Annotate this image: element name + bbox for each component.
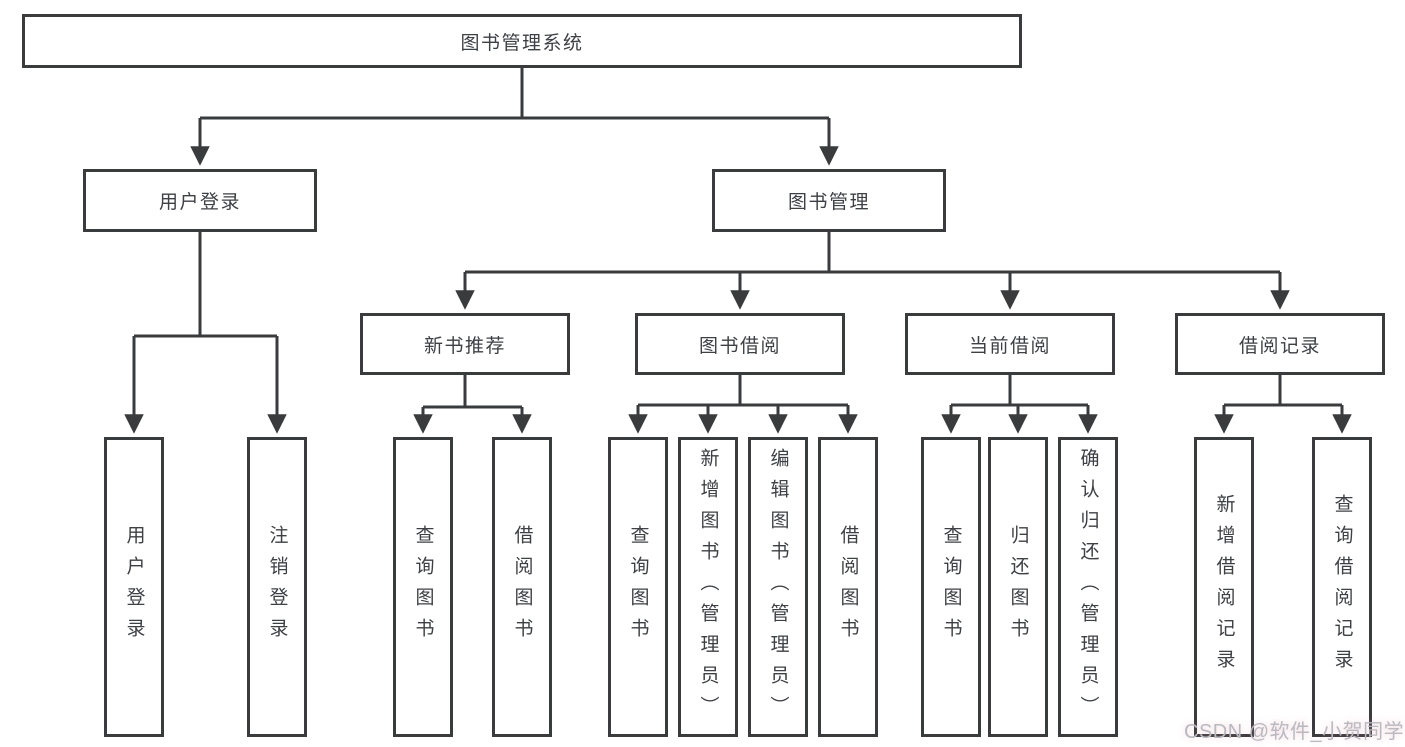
node-label: 查询图书 [412, 525, 434, 649]
node-label: 当前借阅 [968, 335, 1051, 357]
node-leaf-query-borrow-record: 查询借阅记录 [1312, 437, 1372, 737]
node-leaf-edit-books-admin: 编辑图书（管理员） [748, 437, 808, 737]
node-label: 用户登录 [123, 525, 145, 649]
node-current-borrowing: 当前借阅 [905, 313, 1115, 375]
node-leaf-logout: 注销登录 [247, 437, 307, 737]
node-label: 归还图书 [1007, 525, 1029, 649]
node-label: 查询图书 [940, 525, 962, 649]
node-leaf-recommend-borrow-books: 借阅图书 [492, 437, 552, 737]
node-leaf-return-books: 归还图书 [988, 437, 1048, 737]
node-label: 新增借阅记录 [1213, 494, 1235, 680]
csdn-watermark: CSDN @软件_小贺同学 [1184, 721, 1405, 743]
node-leaf-borrow-books: 借阅图书 [818, 437, 878, 737]
node-library-management-system: 图书管理系统 [22, 14, 1022, 68]
node-leaf-borrow-query-books: 查询图书 [608, 437, 668, 737]
node-leaf-confirm-return-admin: 确认归还（管理员） [1058, 437, 1118, 737]
node-label: 查询借阅记录 [1331, 494, 1353, 680]
node-new-book-recommend: 新书推荐 [360, 313, 570, 375]
node-label: 用户登录 [158, 192, 241, 213]
node-label: 编辑图书（管理员） [767, 447, 789, 727]
node-label: 借阅图书 [837, 525, 859, 649]
node-leaf-recommend-query-books: 查询图书 [393, 437, 453, 737]
node-leaf-user-login: 用户登录 [104, 437, 164, 737]
node-leaf-current-query-books: 查询图书 [921, 437, 981, 737]
node-label: 借阅记录 [1238, 335, 1321, 357]
node-leaf-add-borrow-record: 新增借阅记录 [1194, 437, 1254, 737]
node-user-login: 用户登录 [83, 169, 317, 232]
node-label: 新书推荐 [423, 335, 506, 357]
node-label: 注销登录 [266, 525, 288, 649]
node-label: 图书管理系统 [460, 32, 584, 54]
node-book-management: 图书管理 [712, 169, 946, 232]
node-label: 查询图书 [627, 525, 649, 649]
node-book-borrowing: 图书借阅 [635, 313, 845, 375]
node-label: 借阅图书 [511, 525, 533, 649]
node-leaf-add-books-admin: 新增图书（管理员） [678, 437, 738, 737]
node-label: 图书借阅 [698, 335, 781, 357]
node-label: 确认归还（管理员） [1077, 447, 1099, 727]
node-borrowing-records: 借阅记录 [1175, 313, 1385, 375]
node-label: 新增图书（管理员） [697, 447, 719, 727]
node-label: 图书管理 [787, 192, 870, 213]
